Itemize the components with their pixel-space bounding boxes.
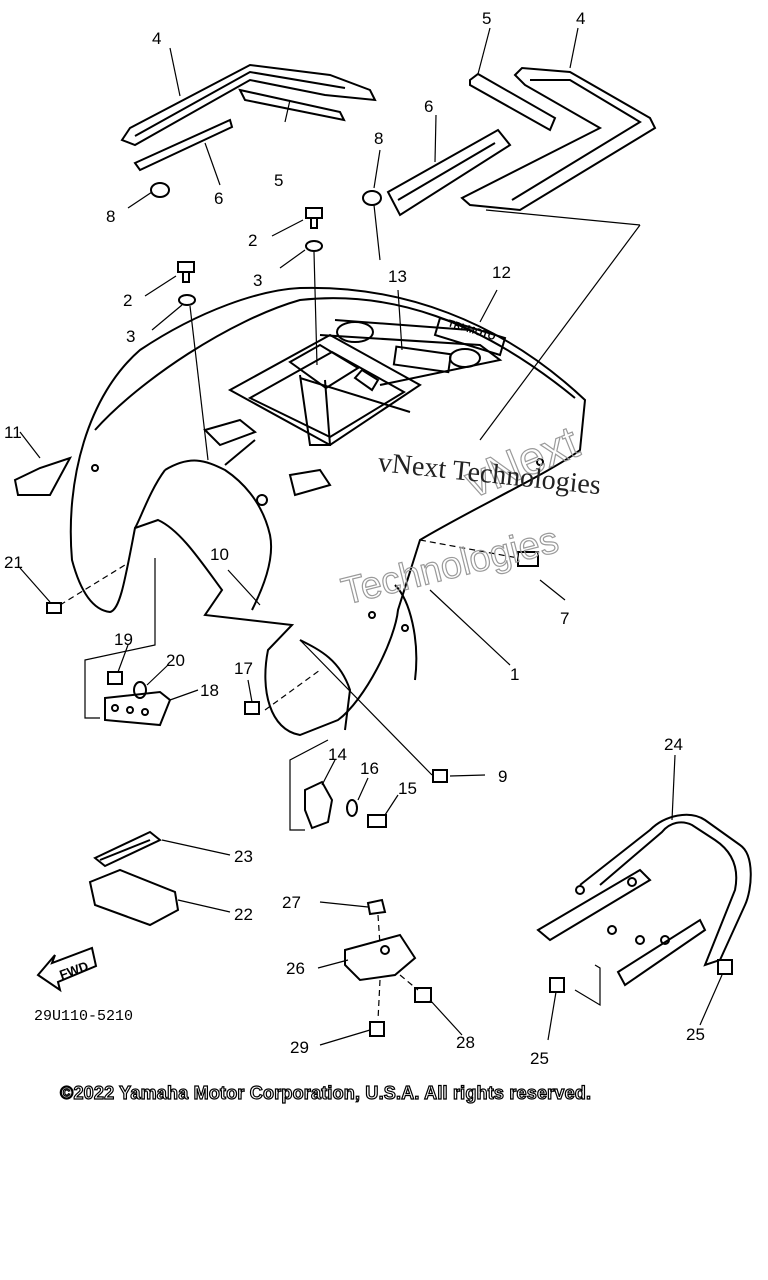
screw-9: [432, 769, 448, 783]
washer-3-left: [178, 294, 196, 306]
decal-11: [13, 456, 73, 496]
bolt-2-left: [177, 261, 195, 283]
callout-12: 12: [492, 263, 511, 282]
callout-28: 28: [456, 1033, 475, 1052]
callout-23: 23: [234, 847, 253, 866]
callout-18: 18: [200, 681, 219, 700]
callout-26: 26: [286, 959, 305, 978]
callout-9: 9: [498, 767, 507, 786]
fwd-label: FWD: [57, 958, 90, 982]
callout-21: 21: [4, 553, 23, 572]
callout-25-left: 25: [530, 1049, 549, 1068]
watermark-outline-technologies: Technologies: [337, 519, 562, 613]
drawing-code: 29U110-5210: [34, 1008, 133, 1025]
callout-numbers: 4 5 6 8 5 4 6 8 2 3 2 3 13 12 11 21 10 1…: [4, 9, 705, 1068]
callout-4-right: 4: [576, 9, 585, 28]
callout-24: 24: [664, 735, 683, 754]
callout-17: 17: [234, 659, 253, 678]
rear-bar-24: [536, 813, 752, 987]
screw-21: [46, 602, 62, 614]
callout-5-left: 5: [274, 171, 283, 190]
bolt-2-right: [305, 207, 323, 229]
bolt-19: [107, 671, 123, 685]
label-27: [366, 898, 387, 916]
callout-5-right: 5: [482, 9, 491, 28]
bracket-14: [304, 780, 334, 830]
callout-2-left: 2: [123, 291, 132, 310]
callout-16: 16: [360, 759, 379, 778]
callout-25-right: 25: [686, 1025, 705, 1044]
callout-3-left: 3: [126, 327, 135, 346]
callout-7: 7: [560, 609, 569, 628]
callout-11: 11: [4, 423, 22, 442]
callout-2-right: 2: [248, 231, 257, 250]
bolt-15: [367, 814, 387, 828]
nut-29: [369, 1021, 385, 1037]
fwd-arrow-icon: [36, 946, 98, 993]
bolt-28: [414, 987, 432, 1003]
callout-14: 14: [328, 745, 347, 764]
leader-lines: [19, 27, 723, 1046]
bolt-25-right: [717, 959, 733, 975]
strap-23: [93, 830, 162, 868]
left-grab-rail: [120, 63, 377, 172]
callout-13: 13: [388, 267, 407, 286]
copyright-notice: ©2022 Yamaha Motor Corporation, U.S.A. A…: [59, 1082, 592, 1103]
callout-1: 1: [510, 665, 519, 684]
callout-22: 22: [234, 905, 253, 924]
washer-20: [133, 681, 147, 699]
mud-flap-22: [88, 868, 180, 927]
right-grab-rail: [386, 66, 657, 217]
washer-3-right: [305, 240, 323, 252]
washer-16: [346, 799, 358, 817]
callout-6-left: 6: [214, 189, 223, 208]
hitch-bracket-26: [344, 933, 417, 982]
callout-29: 29: [290, 1038, 309, 1057]
callout-19: 19: [114, 630, 133, 649]
assembly-lines: [59, 204, 641, 1021]
callout-6-right: 6: [424, 97, 433, 116]
decal-tri-moto: [433, 316, 507, 357]
callout-10: 10: [210, 545, 229, 564]
grommet-left: [150, 182, 170, 198]
callout-20: 20: [166, 651, 185, 670]
callout-15: 15: [398, 779, 417, 798]
callout-8-left: 8: [106, 207, 115, 226]
grommet-right: [362, 190, 382, 206]
screw-7: [517, 551, 539, 567]
bolt-25-left: [549, 977, 565, 993]
callout-8-right: 8: [374, 129, 383, 148]
rear-fender: [69, 286, 587, 737]
screw-17: [244, 701, 260, 715]
bracket-18: [104, 690, 172, 727]
callout-3-right: 3: [253, 271, 262, 290]
callout-4-left: 4: [152, 29, 161, 48]
callout-27: 27: [282, 893, 301, 912]
